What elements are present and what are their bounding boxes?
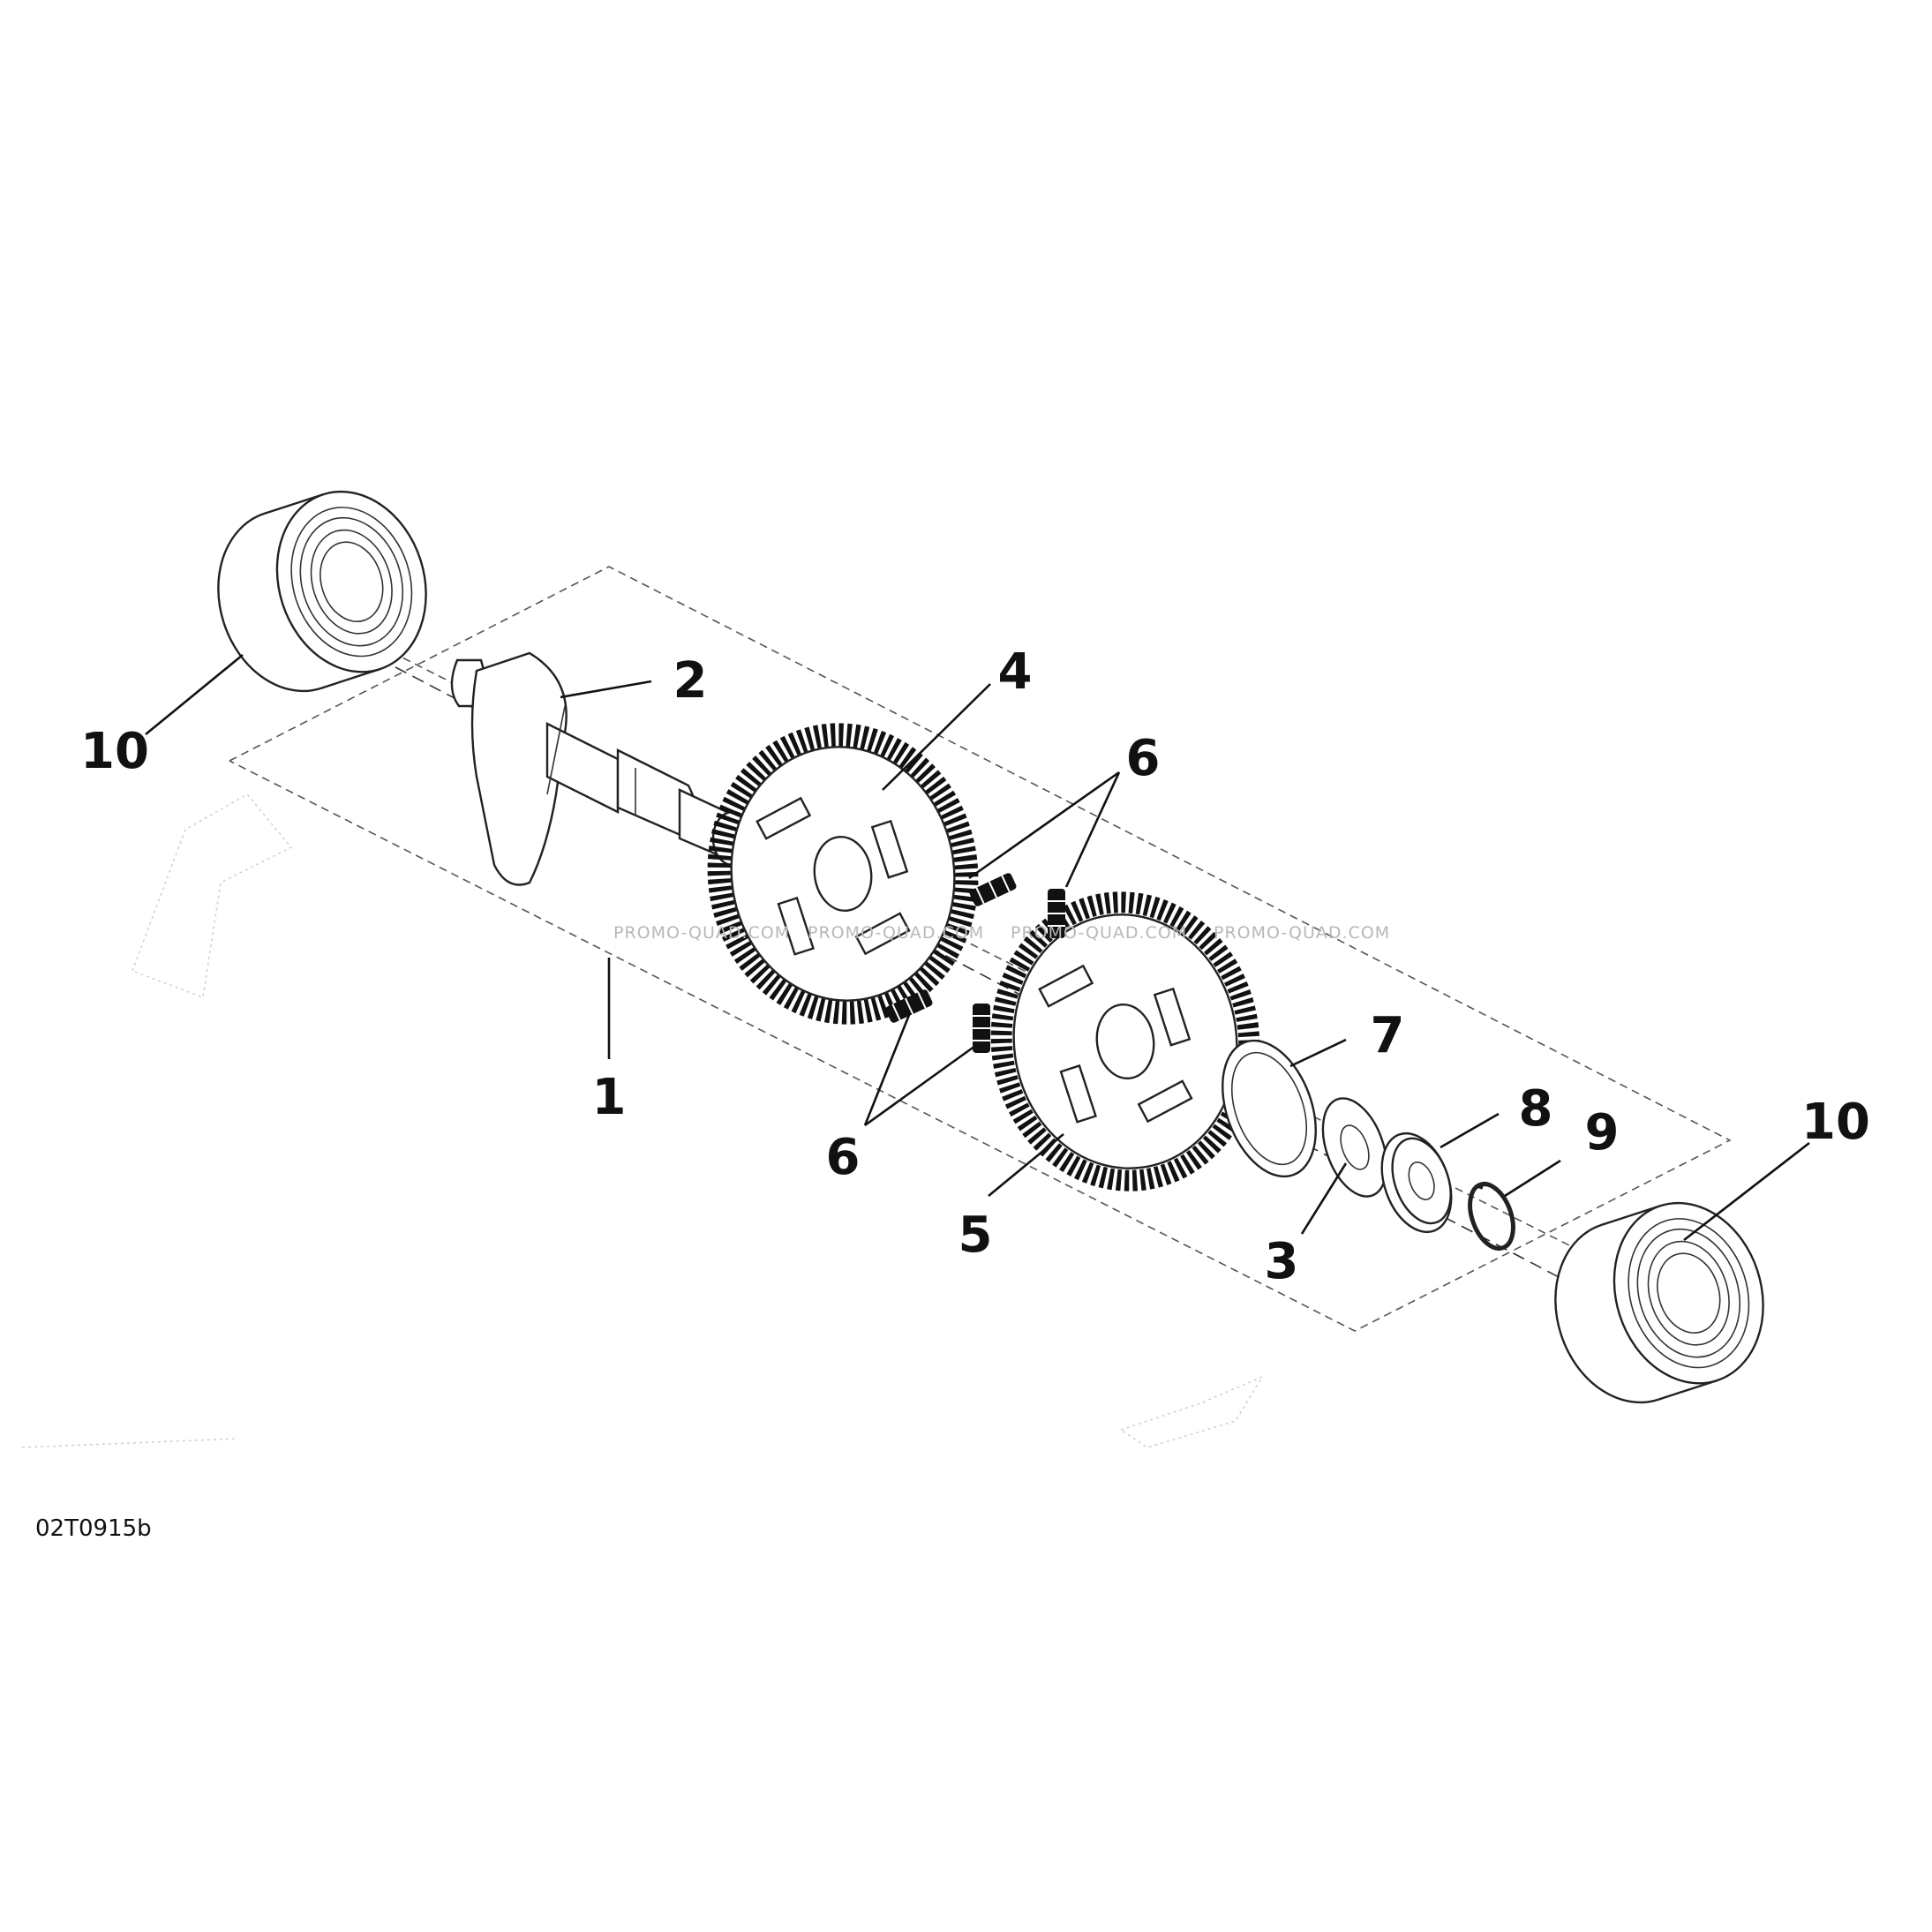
gear-4 xyxy=(707,723,979,1025)
camshaft xyxy=(450,651,754,886)
watermark-text-2: PROMO-QUAD.COM xyxy=(808,923,984,943)
right-ball-bearing xyxy=(1554,1201,1764,1404)
assembly-outline xyxy=(229,566,1732,1332)
watermark-band: PROMO-QUAD.COM PROMO-QUAD.COM PROMO-QUAD… xyxy=(613,923,1390,943)
callout-9: 9 xyxy=(1585,1104,1620,1161)
callout-10-left: 10 xyxy=(80,723,149,780)
watermark-text-4: PROMO-QUAD.COM xyxy=(1214,923,1390,943)
callout-10-right: 10 xyxy=(1801,1094,1870,1151)
spring-upper-right xyxy=(1048,889,1065,938)
callout-6-upper: 6 xyxy=(1126,730,1161,787)
callout-8: 8 xyxy=(1519,1080,1553,1138)
callout-3: 3 xyxy=(1265,1233,1299,1290)
spring-upper-left xyxy=(969,873,1017,906)
callout-7: 7 xyxy=(1371,1007,1405,1064)
callout-2: 2 xyxy=(673,652,708,710)
ghost-outlines xyxy=(21,793,1264,1448)
left-ball-bearing xyxy=(217,490,427,693)
watermark-text-1: PROMO-QUAD.COM xyxy=(613,923,790,943)
callout-1: 1 xyxy=(592,1069,627,1126)
gear-5 xyxy=(990,891,1260,1192)
washer-8 xyxy=(1380,1131,1453,1234)
leader-lines xyxy=(145,653,1810,1242)
callout-labels: 1 2 3 4 5 6 6 7 8 9 10 10 xyxy=(80,643,1870,1290)
washer-3 xyxy=(1321,1097,1388,1198)
spring-lower-left xyxy=(885,989,933,1023)
callout-5: 5 xyxy=(958,1207,993,1264)
callout-4: 4 xyxy=(998,643,1033,701)
callout-6-lower: 6 xyxy=(826,1129,861,1186)
watermark-text-3: PROMO-QUAD.COM xyxy=(1011,923,1187,943)
thrust-washer-7 xyxy=(1222,1039,1317,1178)
spring-lower-right xyxy=(973,1004,990,1053)
circlip-9 xyxy=(1468,1182,1515,1251)
figure-code: 02T0915b xyxy=(35,1515,152,1542)
